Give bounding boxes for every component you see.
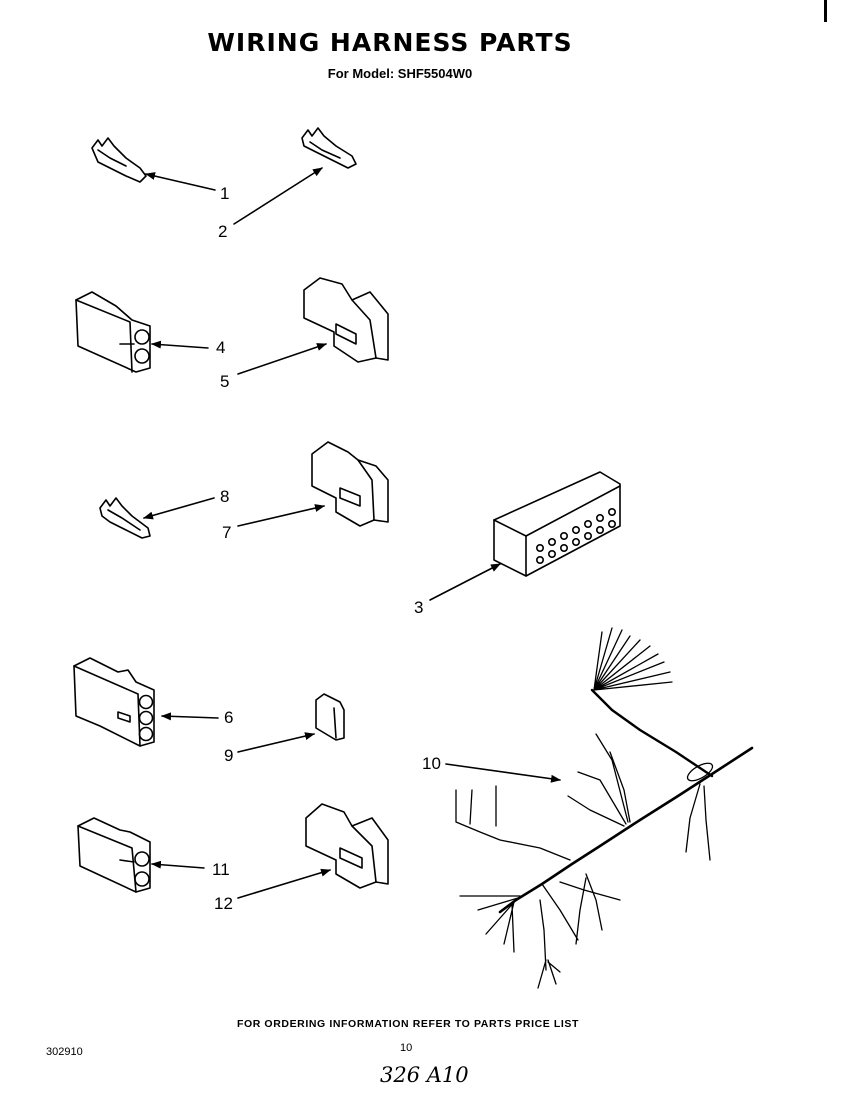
handwritten-note: 326 A10 [380, 1063, 469, 1087]
callout-2: 2 [218, 222, 227, 241]
corner-mark [824, 0, 827, 22]
callout-4: 4 [216, 338, 225, 357]
page-title: WIRING HARNESS PARTS [207, 28, 573, 57]
leader-8 [143, 497, 215, 520]
leader-11 [151, 860, 205, 869]
part-12-housing [305, 803, 389, 889]
part-9-clip [315, 693, 345, 741]
leader-5 [237, 343, 327, 375]
callout-5: 5 [220, 372, 229, 391]
callout-7: 7 [222, 523, 231, 542]
ordering-note: FOR ORDERING INFORMATION REFER TO PARTS … [236, 1018, 580, 1030]
callout-12: 12 [214, 894, 233, 913]
leader-6 [161, 712, 219, 721]
model-subtitle: For Model: SHF5504W0 [327, 66, 473, 81]
leader-10 [445, 763, 561, 783]
callout-3: 3 [414, 598, 423, 617]
leader-4 [151, 340, 209, 349]
callout-1: 1 [220, 184, 229, 203]
leader-7 [237, 504, 325, 527]
callout-8: 8 [220, 487, 229, 506]
leader-9 [237, 732, 315, 753]
part-3-block [493, 471, 621, 577]
callout-10: 10 [422, 754, 441, 773]
part-7-housing [311, 441, 389, 527]
part-5-housing [303, 277, 389, 363]
part-11-connector [77, 817, 151, 893]
leader-3 [429, 563, 501, 601]
callout-9: 9 [224, 746, 233, 765]
part-1-terminal [91, 137, 147, 183]
part-10-harness [455, 627, 754, 989]
leader-1 [145, 172, 216, 191]
part-8-terminal [99, 497, 151, 539]
leader-2 [233, 167, 323, 225]
page-number: 10 [400, 1042, 413, 1054]
part-6-connector [73, 657, 155, 747]
callout-6: 6 [224, 708, 233, 727]
doc-number: 302910 [46, 1046, 83, 1058]
callout-11: 11 [212, 860, 230, 879]
part-4-connector [75, 291, 151, 373]
part-2-terminal [301, 127, 357, 169]
leader-12 [237, 868, 331, 899]
